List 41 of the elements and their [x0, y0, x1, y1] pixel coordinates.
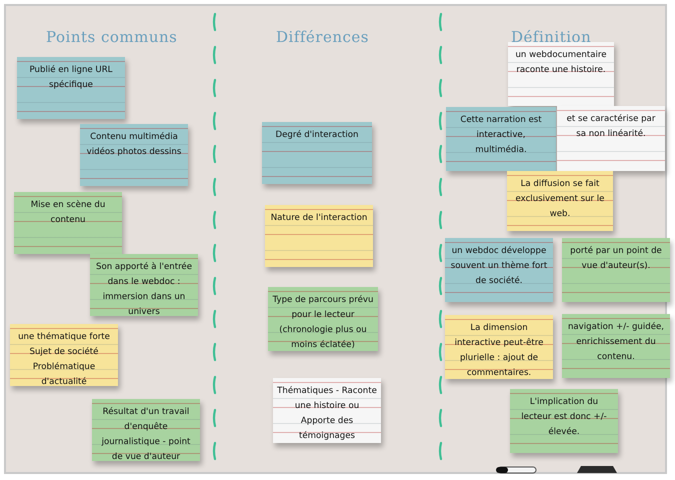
card-text: La diffusion se fait exclusivement sur le web.	[514, 178, 606, 221]
card-text: Degré d'interaction	[274, 129, 360, 142]
index-card	[14, 192, 122, 254]
card-text: Mise en scène du contenu	[30, 199, 106, 227]
card-text: Cette narration est interactive, multimédia.	[459, 114, 543, 157]
index-card	[562, 238, 670, 302]
card-text: Résultat d'un travail d'enquête journalistique - point de vue d'auteur	[100, 406, 192, 464]
index-card	[508, 42, 614, 106]
index-card	[507, 171, 613, 231]
index-card	[273, 378, 381, 443]
index-card	[80, 124, 188, 186]
column-heading: Différences	[276, 28, 369, 46]
index-card	[10, 324, 118, 386]
card-text: L'implication du lecteur est donc +/- élevée.	[520, 396, 608, 439]
card-text: La dimension interactive peut-être plurielle : ajout de commentaires.	[454, 322, 544, 380]
column-heading: Définition	[511, 28, 592, 46]
card-text: un webdocumentaire raconte une histoire.	[514, 49, 608, 77]
card-text: Son apporté à l'entrée dans le webdoc : immersion dans un univers	[94, 261, 194, 319]
card-text: Type de parcours prévu pour le lecteur (chronologie plus ou moins éclatée)	[272, 294, 374, 352]
card-text: porté par un point de vue d'auteur(s).	[569, 245, 663, 273]
card-text: et se caractérise par sa non linéarité.	[566, 113, 656, 141]
index-card	[562, 314, 670, 378]
card-text: Thématiques - Raconte une histoire ou Apporte des témoignages	[277, 385, 377, 443]
column-heading: Points communs	[46, 28, 178, 46]
index-card	[445, 315, 553, 379]
index-card	[262, 122, 372, 184]
card-text: Contenu multimédia vidéos photos dessins	[86, 131, 182, 159]
card-text: un webdoc développe souvent un thème fort de société.	[450, 245, 548, 288]
index-card	[557, 106, 665, 171]
index-card	[510, 389, 618, 453]
index-card	[446, 107, 556, 171]
index-card	[268, 287, 378, 351]
card-text: Publié en ligne URL spécifique	[28, 64, 114, 92]
card-text: une thématique forte Sujet de société Problématique d'actualité	[17, 331, 111, 389]
index-card	[445, 238, 553, 302]
card-text: navigation +/- guidée, enrichissement du contenu.	[566, 321, 666, 364]
index-card	[90, 254, 198, 316]
index-card	[92, 399, 200, 461]
index-card	[265, 205, 373, 267]
card-text: Nature de l'interaction	[270, 212, 368, 225]
index-card	[17, 57, 125, 119]
